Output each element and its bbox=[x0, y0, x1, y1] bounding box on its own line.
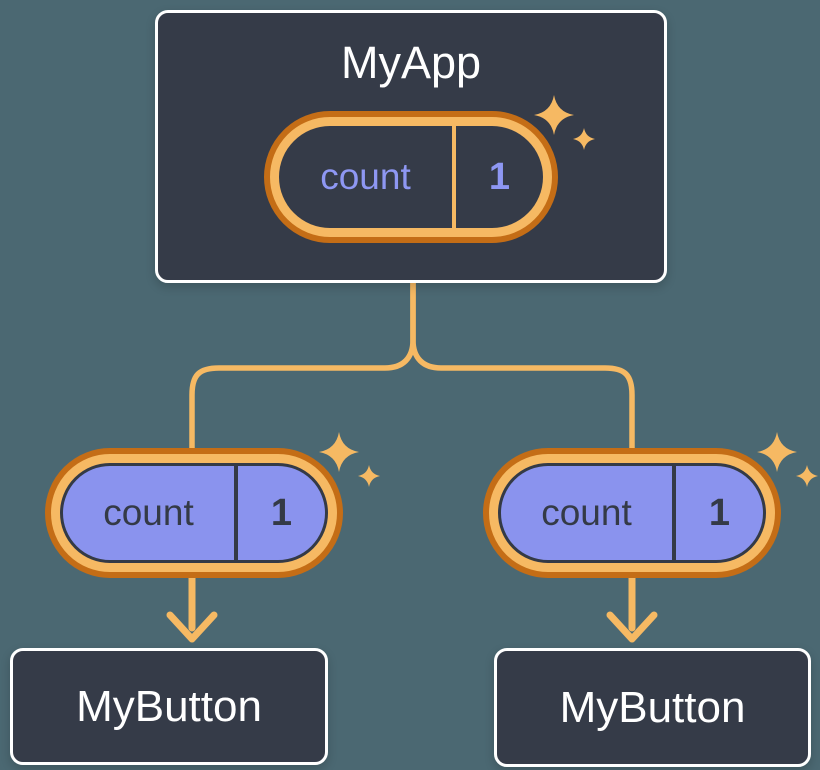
connector-root-to-right-child bbox=[410, 279, 635, 473]
component-title-mybutton-left: MyButton bbox=[76, 681, 262, 731]
arrow-head bbox=[606, 611, 658, 643]
prop-value: 1 bbox=[270, 491, 293, 534]
arrow-left-pill-to-button-icon bbox=[166, 568, 218, 643]
sparkle-small-icon bbox=[796, 465, 818, 487]
arrow-right-pill-to-button-icon bbox=[606, 568, 658, 643]
prop-pill-right-wrap: count 1 bbox=[483, 432, 818, 578]
sparkle-small-icon bbox=[358, 465, 380, 487]
prop-pill-right: count 1 bbox=[483, 448, 781, 578]
prop-name: count bbox=[541, 492, 632, 533]
component-title-mybutton-right: MyButton bbox=[559, 682, 746, 732]
sparkle-large-icon bbox=[757, 432, 797, 472]
prop-pill-left: count 1 bbox=[45, 448, 343, 578]
connector-root-to-left-child bbox=[189, 279, 416, 473]
sparkle-large-icon bbox=[319, 432, 359, 472]
pill-divider bbox=[672, 466, 676, 560]
component-node-myapp: MyApp count 1 bbox=[155, 10, 667, 283]
state-pill-myapp: count 1 bbox=[264, 111, 558, 243]
sparkle-large-icon bbox=[534, 95, 574, 135]
state-pill-body: count 1 bbox=[279, 126, 543, 228]
pill-divider bbox=[452, 126, 456, 228]
state-name: count bbox=[320, 156, 411, 197]
prop-value: 1 bbox=[708, 491, 731, 534]
component-title-myapp: MyApp bbox=[340, 37, 482, 88]
sparkle-small-icon bbox=[573, 128, 595, 150]
state-pill-myapp-wrap: count 1 bbox=[264, 95, 595, 243]
sparkles-icon bbox=[534, 95, 595, 150]
component-node-mybutton-right: MyButton bbox=[494, 648, 811, 767]
pill-divider bbox=[234, 466, 238, 560]
prop-pill-body: count 1 bbox=[498, 463, 766, 563]
prop-pill-body: count 1 bbox=[60, 463, 328, 563]
state-value: 1 bbox=[488, 155, 511, 198]
prop-name: count bbox=[103, 492, 194, 533]
sparkles-icon bbox=[757, 432, 818, 487]
sparkles-icon bbox=[319, 432, 380, 487]
arrow-head bbox=[166, 611, 218, 643]
component-node-mybutton-left: MyButton bbox=[10, 648, 328, 765]
prop-pill-left-wrap: count 1 bbox=[45, 432, 380, 578]
